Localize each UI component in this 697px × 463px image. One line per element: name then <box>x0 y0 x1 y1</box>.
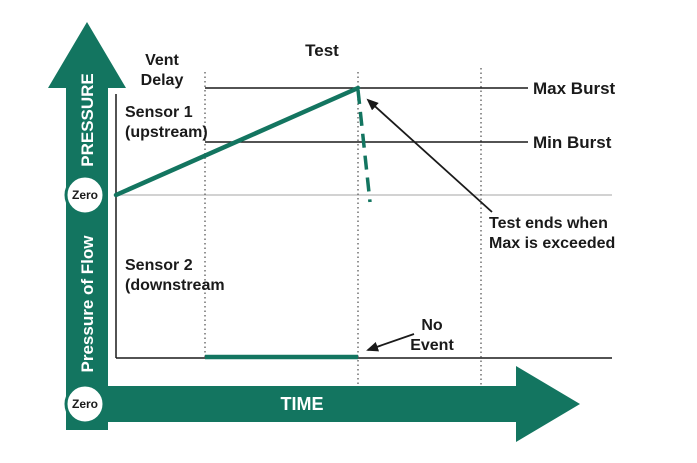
sensor1-drop-dashed-line <box>356 89 372 203</box>
test-ends-label-line2: Max is exceeded <box>489 235 615 252</box>
zero-upper-label: Zero <box>72 188 98 202</box>
test-ends-pointer-arrow <box>366 98 493 213</box>
no-event-pointer-arrow <box>366 333 415 352</box>
sensor1-label-line2: (upstream) <box>125 124 208 141</box>
test-phase-label: Test <box>305 41 339 60</box>
no-event-label-line2: Event <box>410 337 454 354</box>
zero-lower-label: Zero <box>72 397 98 411</box>
vertical-axis-arrow <box>48 22 126 430</box>
sensor2-label-line1: Sensor 2 <box>125 257 193 274</box>
vent-delay-label-line1: Vent <box>145 52 179 69</box>
pressure-axis-label: PRESSURE <box>78 73 97 167</box>
sensor2-label-line2: (downstream <box>125 277 225 294</box>
zero-lower-circle <box>64 383 106 425</box>
no-event-label-line1: No <box>421 317 443 334</box>
test-ends-label-line1: Test ends when <box>489 215 608 232</box>
time-axis-label: TIME <box>281 394 324 414</box>
min-burst-label: Min Burst <box>533 133 612 152</box>
vent-delay-label-line2: Delay <box>141 72 184 89</box>
max-burst-label: Max Burst <box>533 79 616 98</box>
horizontal-axis-arrow <box>66 366 580 442</box>
sensor1-pressure-line <box>113 85 361 198</box>
zero-upper-circle <box>64 174 106 216</box>
sensor1-label-line1: Sensor 1 <box>125 104 193 121</box>
pressure-of-flow-axis-label: Pressure of Flow <box>78 235 97 373</box>
